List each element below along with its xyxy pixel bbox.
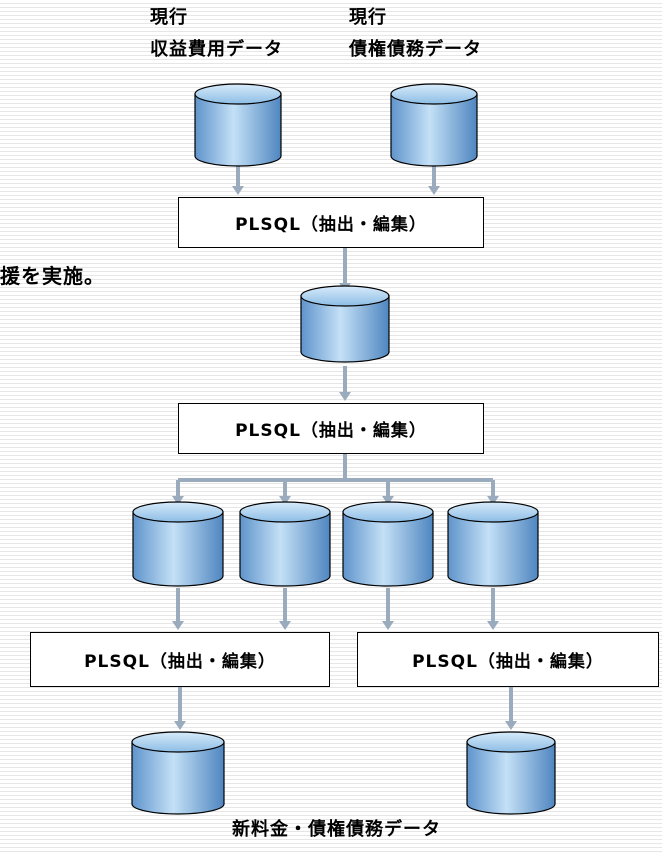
source-right-cylinder [390, 83, 478, 167]
process-box-bottom-left: PLSQL（抽出・編集） [30, 632, 330, 687]
arrow-source-left [232, 164, 244, 195]
arrow-split1-to-left-process [172, 588, 184, 630]
cylinders-group [131, 83, 556, 815]
arrows-group [172, 164, 517, 730]
arrow-source-right [428, 164, 440, 195]
process-box-top: PLSQL（抽出・編集） [178, 197, 484, 248]
arrow-fan-1 [172, 480, 184, 505]
arrow-fan-4 [487, 480, 499, 505]
source-right-label-line2: 債権債務データ [349, 39, 482, 60]
source-left-label-line1: 現行 [150, 7, 188, 28]
process-box-middle: PLSQL（抽出・編集） [178, 403, 484, 454]
arrow-fan-3 [382, 480, 394, 505]
output-label: 新料金・債権債務データ [232, 819, 441, 840]
split-cylinder-3 [342, 501, 434, 587]
source-right-label-line1: 現行 [349, 7, 387, 28]
output-cylinder-left [131, 731, 225, 815]
arrow-split4-to-right-process [487, 588, 499, 630]
source-left-label-line2: 収益費用データ [150, 39, 283, 60]
output-cylinder-right [466, 731, 556, 815]
source-left-cylinder [194, 83, 282, 167]
arrow-fan-2 [279, 480, 291, 505]
side-text-fragment: 援を実施。 [0, 264, 105, 288]
split-cylinder-4 [447, 501, 539, 587]
process-box-bottom-right: PLSQL（抽出・編集） [357, 632, 659, 687]
arrow-split2-to-left-process [279, 588, 291, 630]
arrow-split3-to-right-process [382, 588, 394, 630]
arrow-intermediate-to-process2 [339, 366, 351, 401]
split-cylinder-2 [239, 501, 331, 587]
arrow-left-process-to-output [174, 687, 186, 730]
split-cylinder-1 [132, 501, 224, 587]
arrow-right-process-to-output [505, 687, 517, 730]
intermediate-cylinder [300, 285, 390, 363]
